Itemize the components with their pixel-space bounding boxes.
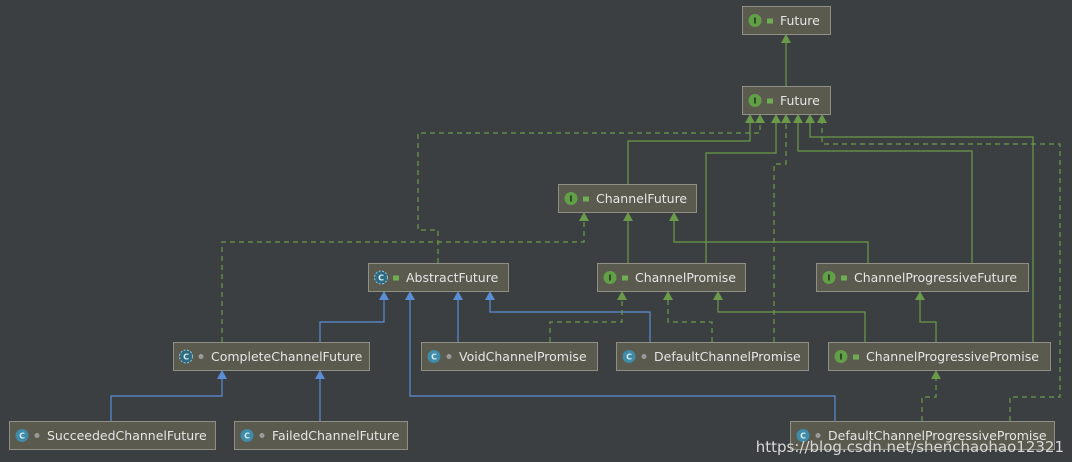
edge-channel-future-to-future [627, 114, 755, 184]
public-lock-icon [767, 98, 773, 104]
public-lock-icon [853, 354, 859, 360]
class-icon [622, 350, 636, 363]
interface-icon [748, 14, 762, 27]
visibility-dot-icon [815, 433, 821, 438]
badge-letter: C [183, 353, 189, 362]
node-label: Future [780, 13, 820, 28]
interface-icon [822, 271, 836, 284]
node-label: AbstractFuture [406, 270, 499, 285]
edge-channel-promise-to-future [705, 114, 781, 263]
node-label: SucceededChannelFuture [47, 428, 207, 443]
edge-channel-progressive-promise-to-channel-promise [713, 291, 866, 342]
edge-default-channel-progressive-promise-to-abstract-future [405, 291, 836, 421]
node-label: DefaultChannelProgressivePromise [828, 428, 1047, 443]
node-complete-channel-future[interactable]: C CompleteChannelFuture [173, 342, 370, 371]
package-private-icon [34, 433, 40, 438]
node-channel-progressive-promise[interactable]: I ChannelProgressivePromise [828, 342, 1051, 371]
edge-channel-progressive-promise-to-channel-progressive-future [915, 291, 937, 342]
node-void-channel-promise[interactable]: C VoidChannelPromise [421, 342, 598, 371]
badge-letter: C [378, 274, 384, 283]
node-label: ChannelFuture [596, 191, 687, 206]
edge-default-channel-progressive-promise-to-future [817, 114, 1061, 421]
visibility-dot-icon [446, 354, 452, 359]
badge-letter: C [800, 432, 806, 441]
edge-succeeded-channel-future-to-complete-channel-future [110, 370, 227, 421]
node-label: Future [780, 93, 820, 108]
badge-letter: I [609, 274, 612, 283]
edge-channel-progressive-future-to-channel-future [669, 212, 869, 263]
edge-channel-progressive-future-to-future [793, 114, 973, 263]
edge-abstract-future-to-future [417, 114, 765, 263]
abstract-class-icon [374, 270, 388, 285]
class-icon [240, 429, 254, 442]
public-lock-icon [767, 18, 773, 24]
visibility-dot-icon [198, 354, 204, 359]
edge-complete-channel-future-to-channel-future [221, 212, 589, 342]
node-channel-progressive-future[interactable]: I ChannelProgressiveFuture [816, 263, 1029, 292]
badge-letter: C [431, 353, 437, 362]
edge-failed-channel-future-to-complete-channel-future [315, 370, 325, 421]
node-label: CompleteChannelFuture [211, 349, 363, 364]
class-icon [796, 429, 810, 442]
visibility-dot-icon [641, 354, 647, 359]
public-lock-icon [622, 275, 628, 281]
edge-future-to-future-top [781, 34, 791, 86]
badge-letter: C [626, 353, 632, 362]
interface-icon [564, 192, 578, 205]
node-failed-channel-future[interactable]: C FailedChannelFuture [234, 421, 408, 450]
class-icon [427, 350, 441, 363]
badge-letter: I [570, 195, 573, 204]
watermark-text: https://blog.csdn.net/shenchaohao12321 [755, 438, 1064, 456]
node-label: ChannelProgressiveFuture [854, 270, 1017, 285]
node-future[interactable]: I Future [742, 86, 831, 115]
node-label: FailedChannelFuture [272, 428, 400, 443]
edge-void-channel-promise-to-channel-promise [549, 291, 627, 342]
public-lock-icon [583, 196, 589, 202]
abstract-class-icon [179, 349, 193, 364]
badge-letter: I [754, 17, 757, 26]
edge-default-channel-promise-to-future [773, 114, 791, 342]
node-label: ChannelProgressivePromise [866, 349, 1039, 364]
class-icon [15, 429, 29, 442]
edge-default-channel-promise-to-abstract-future [485, 291, 651, 342]
edge-complete-channel-future-to-abstract-future [319, 291, 389, 342]
badge-letter: I [828, 274, 831, 283]
edge-channel-progressive-promise-to-future [805, 114, 1034, 342]
interface-icon [834, 350, 848, 363]
node-label: DefaultChannelPromise [654, 349, 801, 364]
badge-letter: I [840, 353, 843, 362]
edges-layer [110, 34, 1061, 421]
badge-letter: C [19, 432, 25, 441]
node-label: VoidChannelPromise [459, 349, 587, 364]
interface-icon [748, 94, 762, 107]
node-default-channel-progressive-promise[interactable]: C DefaultChannelProgressivePromise [790, 421, 1055, 450]
package-private-icon [259, 433, 265, 438]
badge-letter: I [754, 97, 757, 106]
node-future-top[interactable]: I Future [742, 6, 831, 35]
interface-icon [603, 271, 617, 284]
badge-letter: C [244, 432, 250, 441]
public-lock-icon [841, 275, 847, 281]
node-channel-promise[interactable]: I ChannelPromise [597, 263, 746, 292]
node-channel-future[interactable]: I ChannelFuture [558, 184, 697, 213]
node-label: ChannelPromise [635, 270, 736, 285]
node-default-channel-promise[interactable]: C DefaultChannelPromise [616, 342, 809, 371]
public-lock-icon [393, 275, 399, 281]
edge-default-channel-promise-to-channel-promise [663, 291, 713, 342]
edge-default-channel-progressive-promise-to-channel-progressive-promise [921, 370, 941, 421]
edge-void-channel-promise-to-abstract-future [453, 291, 463, 342]
node-abstract-future[interactable]: C AbstractFuture [368, 263, 509, 292]
node-succeeded-channel-future[interactable]: C SucceededChannelFuture [9, 421, 216, 450]
edge-channel-promise-to-channel-future [623, 212, 633, 263]
